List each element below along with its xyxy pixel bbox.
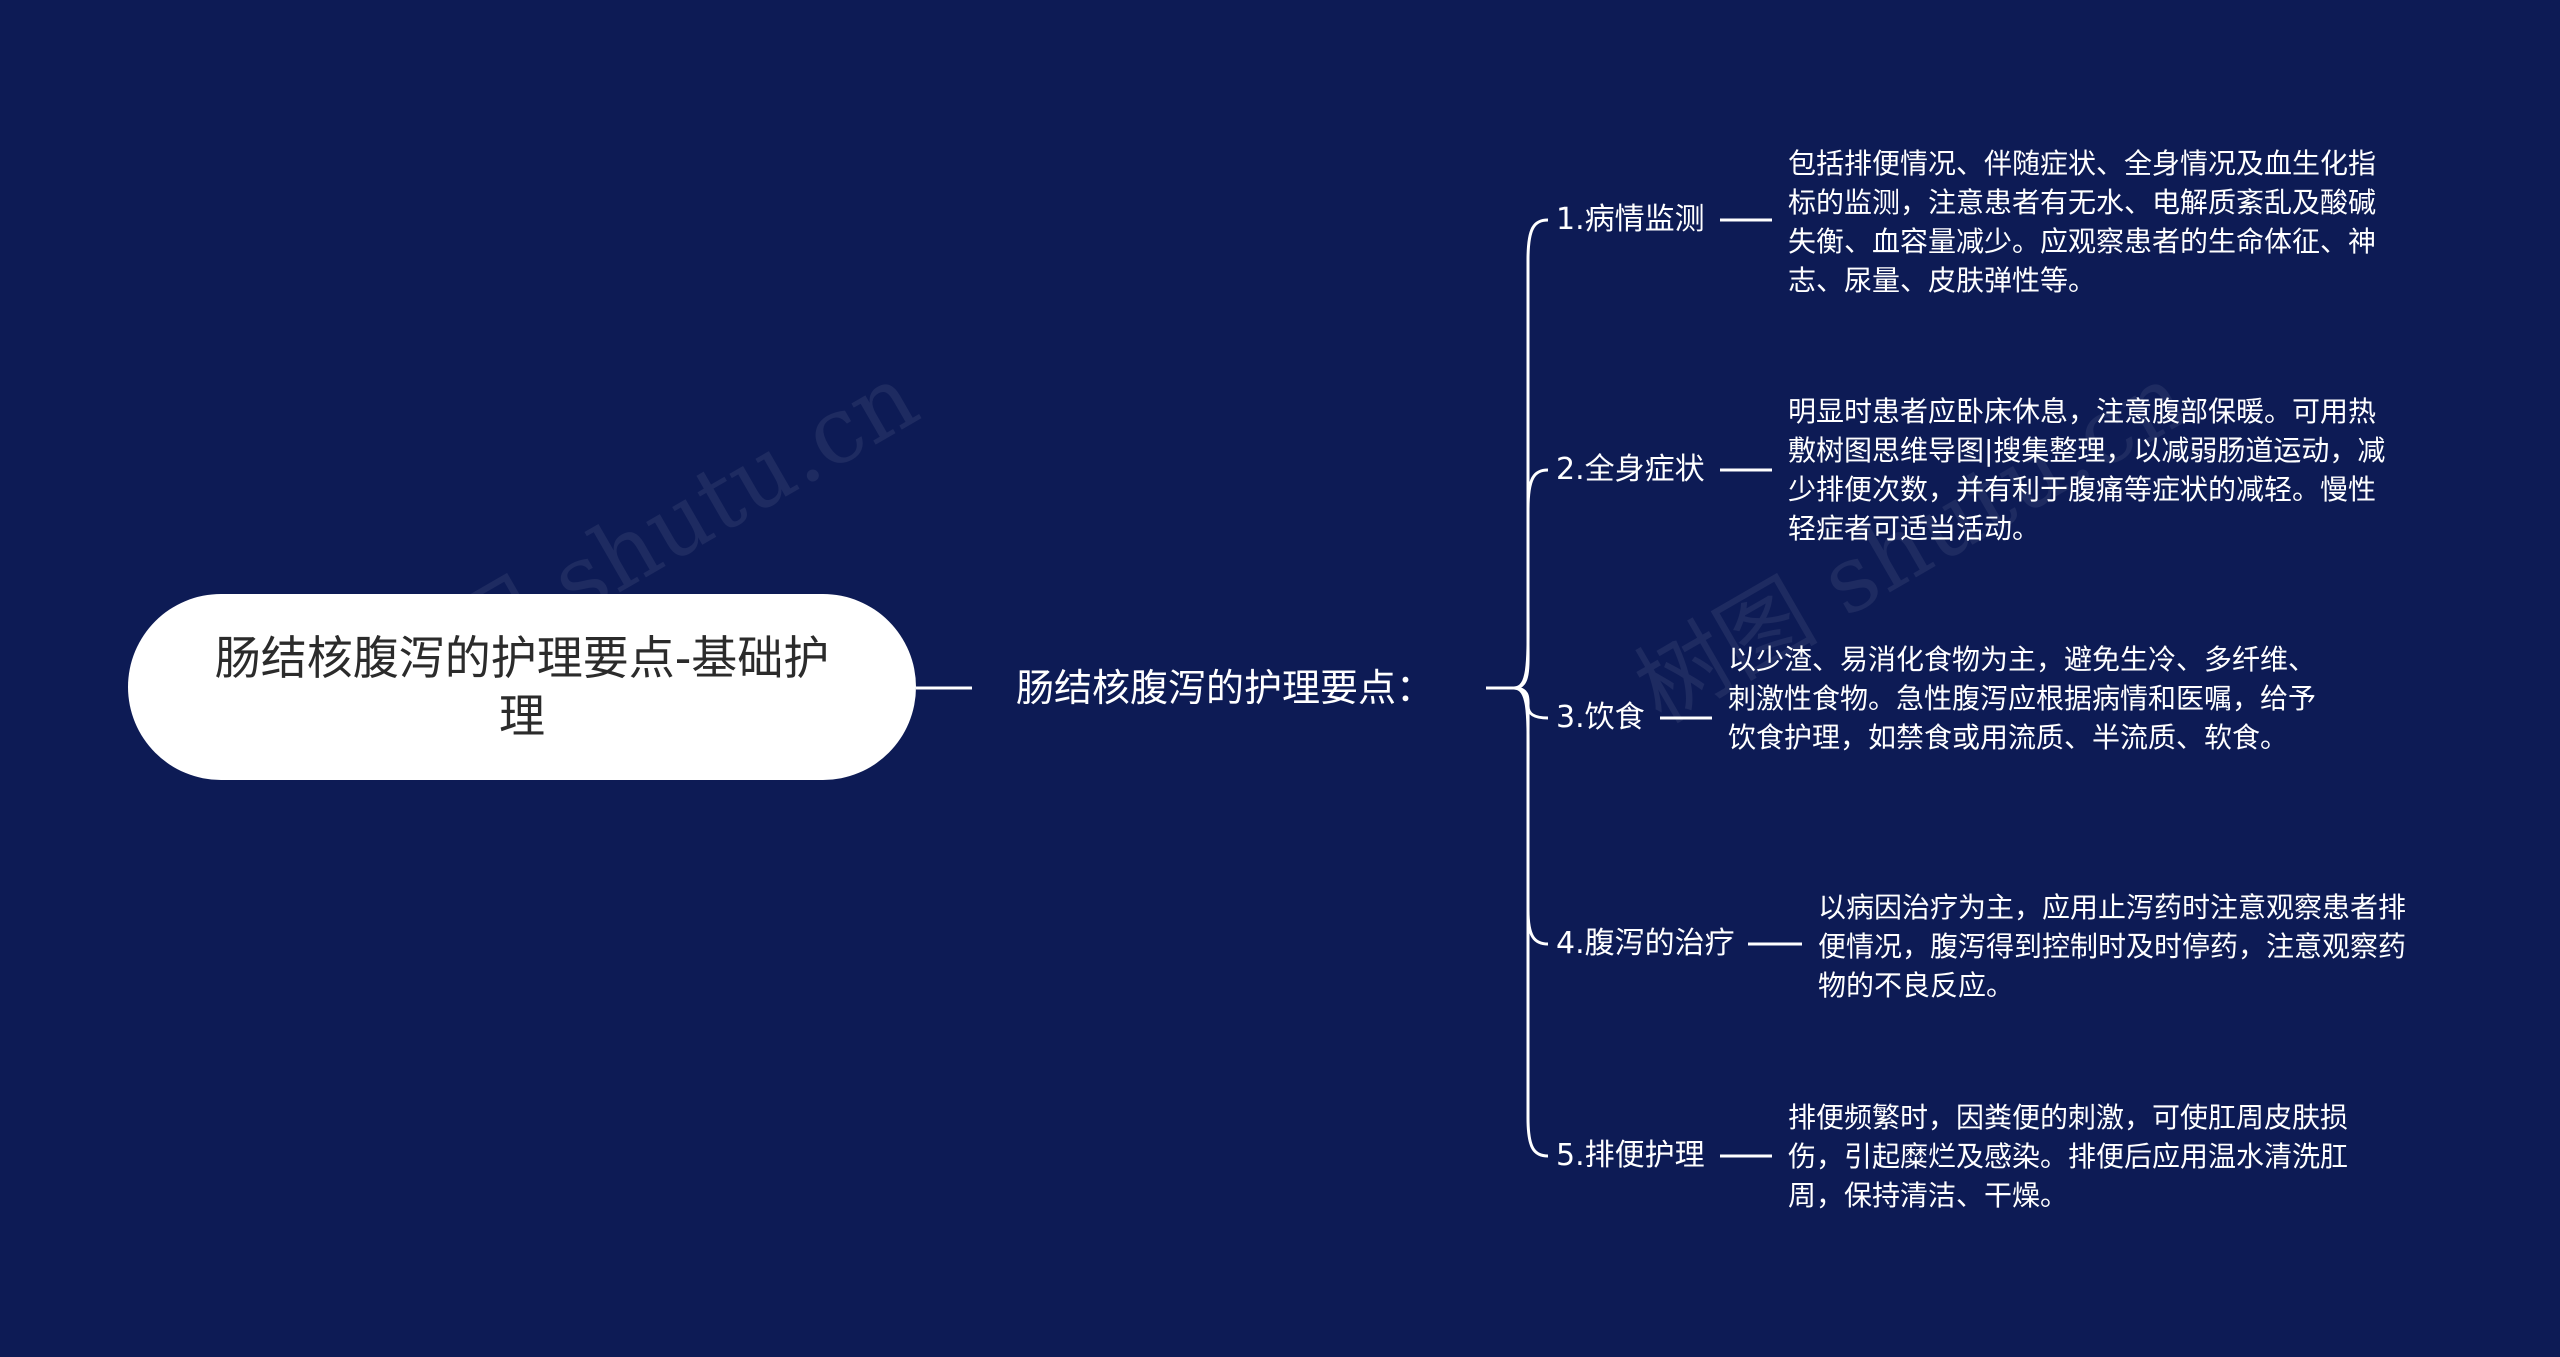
root-title: 肠结核腹泻的护理要点-基础护理 <box>214 631 830 743</box>
branch-curve-1 <box>1513 218 1549 690</box>
branch-curve-2 <box>1513 468 1549 690</box>
branch-detail-1: 包括排便情况、伴随症状、全身情况及血生化指标的监测，注意患者有无水、电解质紊乱及… <box>1788 147 2377 297</box>
branch-detail-2: 明显时患者应卧床休息，注意腹部保暖。可用热敷树图思维导图|搜集整理，以减弱肠道运… <box>1788 395 2386 545</box>
branch-node-2[interactable]: 2.全身症状 <box>1556 452 1705 487</box>
topic-node[interactable]: 肠结核腹泻的护理要点： <box>1016 666 1435 710</box>
branch-curve-4 <box>1513 686 1549 946</box>
branch-node-1[interactable]: 1.病情监测 <box>1556 202 1705 237</box>
branch-node-5[interactable]: 5.排便护理 <box>1556 1138 1705 1173</box>
branch-detail-3: 以少渣、易消化食物为主，避免生冷、多纤维、刺激性食物。急性腹泻应根据病情和医嘱，… <box>1728 643 2317 754</box>
branch-detail-5: 排便频繁时，因粪便的刺激，可使肛周皮肤损伤，引起糜烂及感染。排便后应用温水清洗肛… <box>1788 1101 2349 1212</box>
branch-node-4[interactable]: 4.腹泻的治疗 <box>1556 926 1735 961</box>
branch-curve-3 <box>1513 686 1549 720</box>
branch-curve-5 <box>1513 686 1549 1158</box>
branch-detail-4: 以病因治疗为主，应用止泻药时注意观察患者排便情况，腹泻得到控制时及时停药，注意观… <box>1818 891 2407 1002</box>
root-node[interactable]: 肠结核腹泻的护理要点-基础护理 <box>128 594 916 780</box>
branch-node-3[interactable]: 3.饮食 <box>1556 700 1645 735</box>
